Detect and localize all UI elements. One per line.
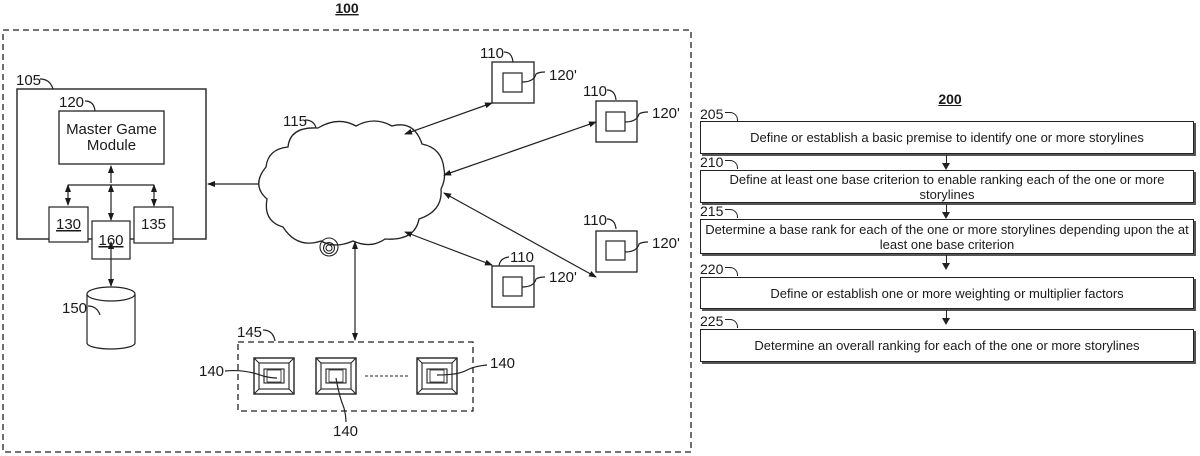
client-module-120prime (503, 73, 522, 92)
figure-100-title: 100 (335, 0, 359, 16)
leader-line (725, 160, 738, 169)
ref-label-105: 105 (16, 72, 41, 89)
step-ref-210: 210 (700, 154, 723, 170)
arrow-head-icon (942, 163, 950, 170)
ref-label-110: 110 (583, 83, 607, 100)
step-ref-225: 225 (700, 313, 723, 329)
game-server-105: 105 Master Game Module 120 130 160 135 (16, 72, 206, 259)
leader-line (725, 319, 738, 328)
client-link-4 (405, 232, 492, 265)
terminal-140-2 (316, 358, 356, 394)
block-130: 130 (49, 207, 88, 242)
client-module-120prime (606, 241, 625, 260)
client-module-120prime (606, 112, 625, 131)
client-device-110-3: 110 120' (583, 212, 680, 272)
leader-line (40, 79, 53, 89)
ref-label-120: 120 (59, 94, 84, 111)
client-device-110-4: 110 120' (492, 249, 577, 307)
ref-label-140: 140 (333, 423, 358, 440)
step-205-box: Define or establish a basic premise to i… (700, 121, 1194, 154)
leader-line (725, 112, 738, 121)
figure-100-system-diagram: 100 105 Master Game Module 120 130 160 (0, 0, 700, 456)
step-210-text: Define at least one base criterion to en… (705, 172, 1189, 202)
client-link-1 (405, 103, 492, 134)
ref-label-110: 110 (510, 249, 534, 266)
client-link-2 (444, 122, 596, 175)
ref-label-120prime: 120' (652, 105, 680, 122)
ref-label-120prime: 120' (652, 235, 680, 252)
master-module-label-line1: Master Game (66, 121, 157, 138)
ref-label-115: 115 (283, 113, 307, 130)
step-210-box: Define at least one base criterion to en… (700, 170, 1194, 203)
figure-200-title: 200 (930, 91, 970, 107)
svg-text:130: 130 (56, 216, 81, 233)
ref-label-110: 110 (480, 45, 504, 62)
client-module-120prime (503, 277, 522, 296)
ref-label-150: 150 (62, 300, 87, 317)
terminal-140-3 (417, 358, 457, 394)
svg-text:135: 135 (141, 216, 166, 233)
step-225-box: Determine an overall ranking for each of… (700, 329, 1194, 362)
block-135: 135 (134, 207, 173, 243)
ref-label-140: 140 (490, 355, 515, 372)
ref-label-120prime: 120' (549, 269, 577, 286)
arrow-head-icon (942, 263, 950, 270)
ref-label-145: 145 (237, 324, 262, 341)
step-220-text: Define or establish one or more weightin… (770, 286, 1123, 301)
step-225-text: Determine an overall ranking for each of… (754, 338, 1139, 353)
leader-line (725, 209, 738, 218)
master-game-module-120: Master Game Module 120 (59, 94, 164, 164)
step-ref-220: 220 (700, 261, 723, 277)
step-ref-215: 215 (700, 203, 723, 219)
ref-label-120prime: 120' (549, 67, 577, 84)
arrow-head-icon (942, 212, 950, 219)
arrow-head-icon (942, 318, 950, 325)
network-cloud-115: 115 (259, 113, 445, 256)
leader-line (725, 267, 738, 276)
step-220-box: Define or establish one or more weightin… (700, 277, 1194, 309)
master-module-label-line2: Module (87, 137, 136, 154)
ref-label-140: 140 (199, 363, 224, 380)
step-215-box: Determine a base rank for each of the on… (700, 219, 1194, 254)
ref-label-110: 110 (583, 212, 607, 229)
client-device-110-2: 110 120' (583, 83, 680, 142)
client-device-110-1: 110 120' (480, 45, 577, 103)
step-205-text: Define or establish a basic premise to i… (750, 130, 1144, 145)
terminal-140-1 (254, 358, 294, 394)
step-ref-205: 205 (700, 106, 723, 122)
step-215-text: Determine a base rank for each of the on… (705, 222, 1189, 252)
terminal-group-145: 145 140 140 (199, 324, 515, 440)
